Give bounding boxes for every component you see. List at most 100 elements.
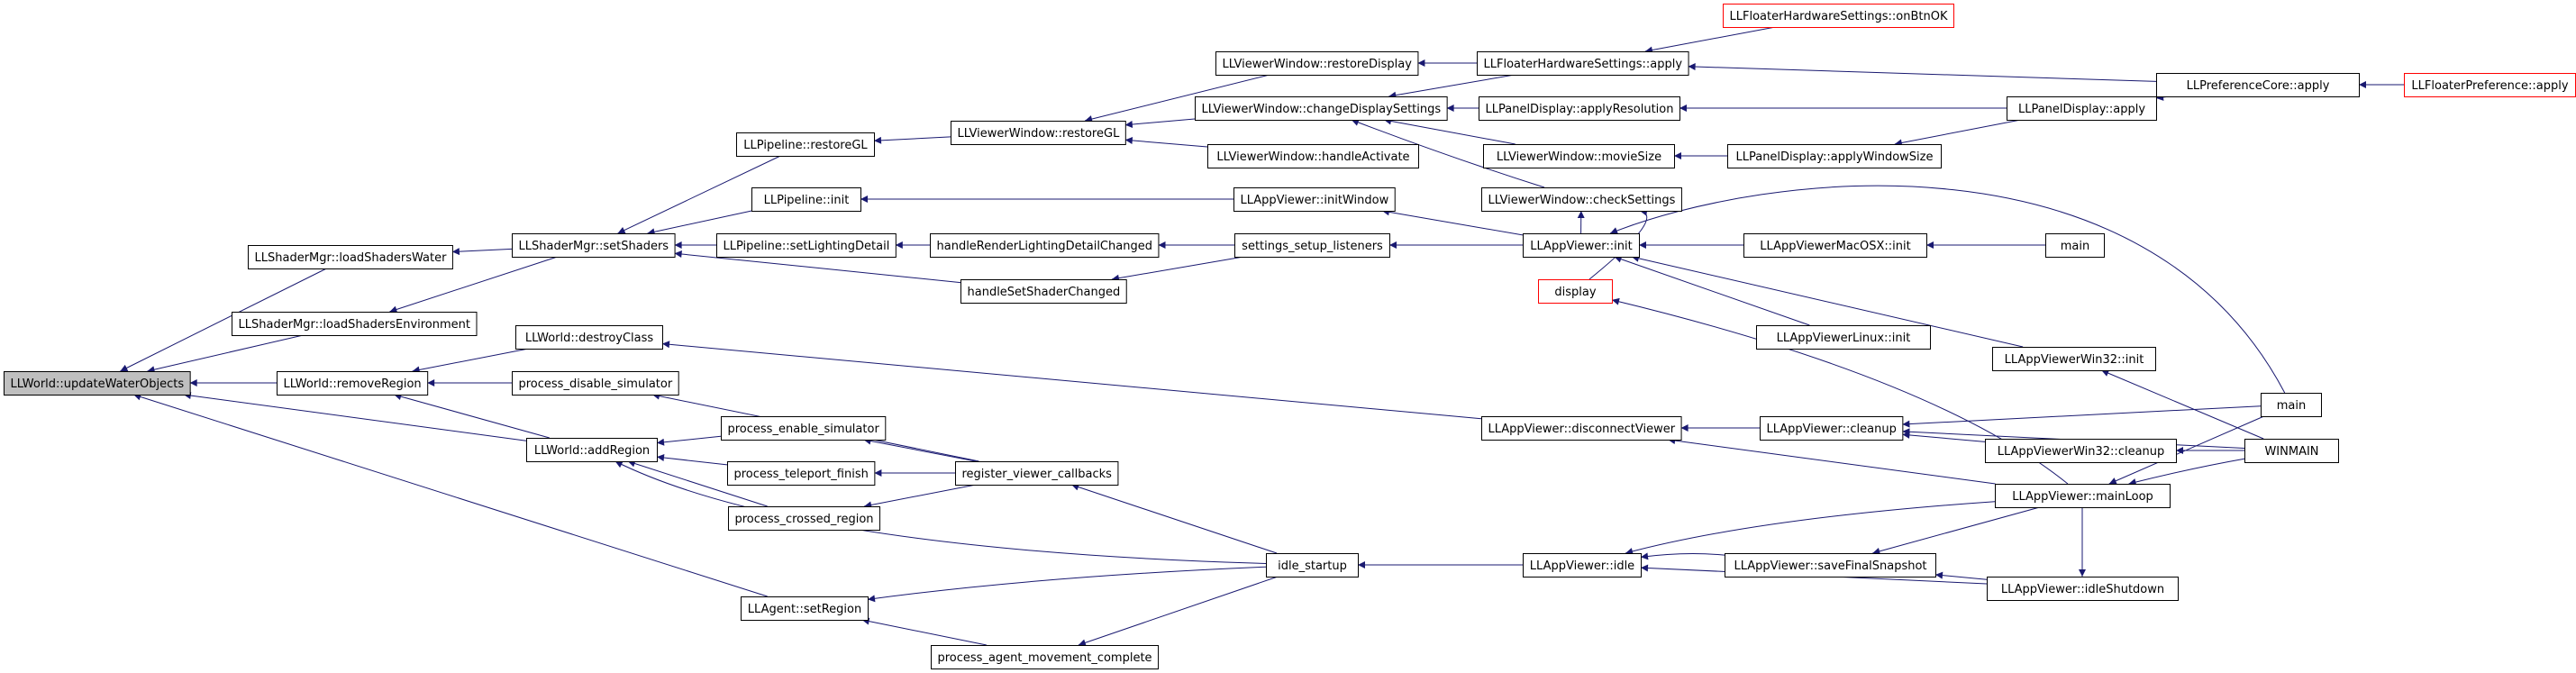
graph-node[interactable]: LLViewerWindow::restoreDisplay: [1215, 51, 1419, 76]
node-label: process_disable_simulator: [519, 377, 673, 391]
graph-node[interactable]: LLAppViewer::initWindow: [1233, 187, 1396, 212]
graph-node[interactable]: main: [2261, 393, 2322, 417]
call-edge: [1609, 185, 2286, 394]
graph-node[interactable]: LLFloaterPreference::apply: [2404, 73, 2576, 97]
node-box: [232, 312, 478, 336]
graph-node[interactable]: LLPanelDisplay::applyResolution: [1479, 96, 1680, 121]
node-box: [1538, 279, 1613, 304]
node-label: LLAppViewerWin32::init: [2005, 353, 2144, 367]
node-label: LLAppViewer::disconnectViewer: [1488, 423, 1676, 436]
node-box: [277, 371, 429, 396]
node-label: process_teleport_finish: [734, 468, 869, 481]
graph-node[interactable]: LLWorld::removeRegion: [277, 371, 429, 396]
node-label: LLWorld::removeRegion: [284, 377, 422, 391]
node-box: [526, 438, 658, 462]
graph-node[interactable]: LLAppViewer::idleShutdown: [1987, 577, 2179, 601]
graph-node[interactable]: LLAppViewer::disconnectViewer: [1481, 416, 1682, 441]
graph-node[interactable]: process_disable_simulator: [512, 371, 679, 396]
graph-node[interactable]: register_viewer_callbacks: [955, 461, 1119, 486]
graph-node[interactable]: handleRenderLightingDetailChanged: [930, 233, 1160, 258]
node-box: [1207, 144, 1419, 168]
node-box: [955, 461, 1119, 486]
graph-node[interactable]: LLViewerWindow::movieSize: [1483, 144, 1675, 168]
graph-node[interactable]: LLAppViewerWin32::cleanup: [1985, 439, 2177, 463]
graph-node[interactable]: WINMAIN: [2244, 439, 2339, 463]
call-edge: [861, 617, 987, 646]
graph-node[interactable]: LLPipeline::init: [751, 187, 861, 212]
graph-node[interactable]: LLAppViewerWin32::init: [1992, 347, 2156, 371]
call-edge: [1078, 576, 1279, 647]
graph-node[interactable]: LLViewerWindow::handleActivate: [1207, 144, 1419, 168]
call-edge: [147, 334, 304, 374]
node-layer: LLWorld::updateWaterObjects LLShaderMgr::…: [4, 4, 2576, 669]
node-label: LLAppViewer::cleanup: [1767, 423, 1897, 436]
node-box: [716, 233, 897, 258]
node-box: [1481, 187, 1682, 212]
graph-node[interactable]: main: [2045, 233, 2105, 258]
graph-node[interactable]: handleSetShaderChanged: [960, 279, 1127, 304]
graph-node[interactable]: LLAppViewer::init: [1523, 233, 1640, 258]
node-box: [2261, 393, 2322, 417]
graph-node[interactable]: LLShaderMgr::setShaders: [512, 233, 676, 258]
node-label: main: [2061, 240, 2089, 253]
graph-node[interactable]: LLPanelDisplay::applyWindowSize: [1727, 144, 1942, 168]
node-box: [960, 279, 1127, 304]
graph-node[interactable]: LLShaderMgr::loadShadersEnvironment: [232, 312, 478, 336]
graph-node[interactable]: process_teleport_finish: [727, 461, 876, 486]
graph-node[interactable]: LLViewerWindow::checkSettings: [1481, 187, 1682, 212]
call-edge: [1640, 552, 1725, 560]
node-label: display: [1554, 286, 1596, 299]
graph-node[interactable]: LLFloaterHardwareSettings::onBtnOK: [1723, 4, 1954, 28]
graph-node[interactable]: LLAppViewerMacOSX::init: [1743, 233, 1927, 258]
graph-node[interactable]: LLAgent::setRegion: [741, 596, 869, 621]
graph-node[interactable]: process_agent_movement_complete: [931, 645, 1160, 669]
graph-node[interactable]: LLAppViewer::idle: [1523, 553, 1642, 578]
node-label: register_viewer_callbacks: [962, 468, 1113, 481]
node-box: [727, 461, 876, 486]
graph-node[interactable]: LLFloaterHardwareSettings::apply: [1477, 51, 1689, 76]
graph-node[interactable]: LLWorld::addRegion: [526, 438, 658, 462]
edge-layer: [120, 26, 2404, 647]
graph-node[interactable]: LLPreferenceCore::apply: [2156, 73, 2360, 97]
call-edge: [674, 250, 961, 284]
call-edge: [864, 484, 977, 509]
graph-node[interactable]: LLViewerWindow::restoreGL: [951, 121, 1126, 145]
graph-node[interactable]: settings_setup_listeners: [1234, 233, 1390, 258]
graph-node[interactable]: LLPanelDisplay::apply: [2007, 96, 2157, 121]
node-label: LLShaderMgr::loadShadersWater: [255, 251, 448, 265]
node-box: [1725, 553, 1936, 578]
node-label: LLShaderMgr::loadShadersEnvironment: [239, 318, 471, 332]
call-edge: [389, 256, 558, 314]
graph-node[interactable]: LLAppViewer::saveFinalSnapshot: [1725, 553, 1936, 578]
node-label: LLViewerWindow::restoreDisplay: [1223, 58, 1413, 71]
graph-node[interactable]: LLAppViewer::cleanup: [1760, 416, 1904, 441]
call-edge: [1071, 483, 1278, 554]
graph-node[interactable]: process_enable_simulator: [721, 416, 887, 441]
graph-node[interactable]: LLPipeline::restoreGL: [736, 132, 875, 157]
graph-node[interactable]: LLWorld::updateWaterObjects: [4, 371, 191, 396]
call-edge: [1934, 571, 1988, 580]
node-box: [1523, 553, 1642, 578]
graph-node[interactable]: LLWorld::destroyClass: [515, 325, 663, 350]
node-box: [248, 245, 453, 269]
node-label: LLAgent::setRegion: [748, 603, 861, 616]
node-box: [1995, 484, 2171, 508]
node-box: [736, 132, 875, 157]
node-label: WINMAIN: [2264, 445, 2318, 459]
graph-node[interactable]: LLViewerWindow::changeDisplaySettings: [1195, 96, 1448, 121]
call-edge: [1644, 26, 1776, 54]
node-box: [1479, 96, 1680, 121]
node-box: [1234, 233, 1390, 258]
node-label: LLPipeline::restoreGL: [743, 139, 868, 152]
call-edge: [120, 268, 327, 372]
graph-node[interactable]: display: [1538, 279, 1613, 304]
call-edge: [412, 348, 529, 374]
graph-node[interactable]: LLShaderMgr::loadShadersWater: [248, 245, 453, 269]
graph-node[interactable]: LLAppViewerLinux::init: [1756, 325, 1931, 350]
graph-node[interactable]: LLPipeline::setLightingDetail: [716, 233, 897, 258]
node-box: [741, 596, 869, 621]
graph-node[interactable]: LLAppViewer::mainLoop: [1995, 484, 2171, 508]
node-box: [1195, 96, 1448, 121]
graph-node[interactable]: idle_startup: [1266, 553, 1359, 578]
graph-node[interactable]: process_crossed_region: [728, 506, 881, 531]
